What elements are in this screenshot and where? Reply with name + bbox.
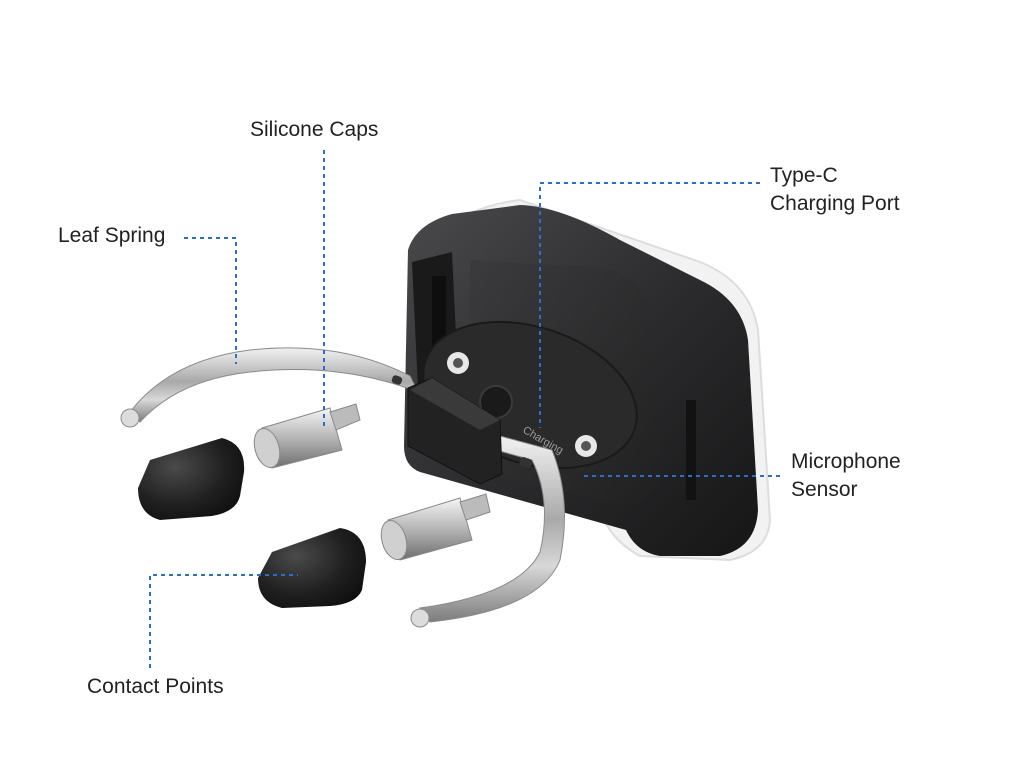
contact-pin-lower (380, 493, 491, 561)
label-type-c-charging-port: Type-C Charging Port (770, 162, 900, 218)
leader-type-c (539, 182, 760, 428)
silicone-cap-lower (258, 528, 366, 608)
rubber-block (407, 377, 503, 485)
label-microphone-line2: Sensor (791, 478, 858, 501)
leader-lines (149, 150, 780, 668)
label-type-c-line2: Charging Port (770, 192, 900, 215)
label-microphone-sensor: Microphone Sensor (791, 448, 901, 504)
label-leaf-spring: Leaf Spring (58, 224, 166, 247)
silicone-cap-upper (138, 438, 245, 520)
label-type-c-line1: Type-C (770, 164, 838, 187)
label-contact-points: Contact Points (87, 675, 224, 698)
leader-leaf-spring (184, 237, 237, 364)
label-silicone-caps: Silicone Caps (250, 118, 379, 141)
label-microphone-line1: Microphone (791, 450, 901, 473)
contact-pin-upper (253, 403, 361, 469)
